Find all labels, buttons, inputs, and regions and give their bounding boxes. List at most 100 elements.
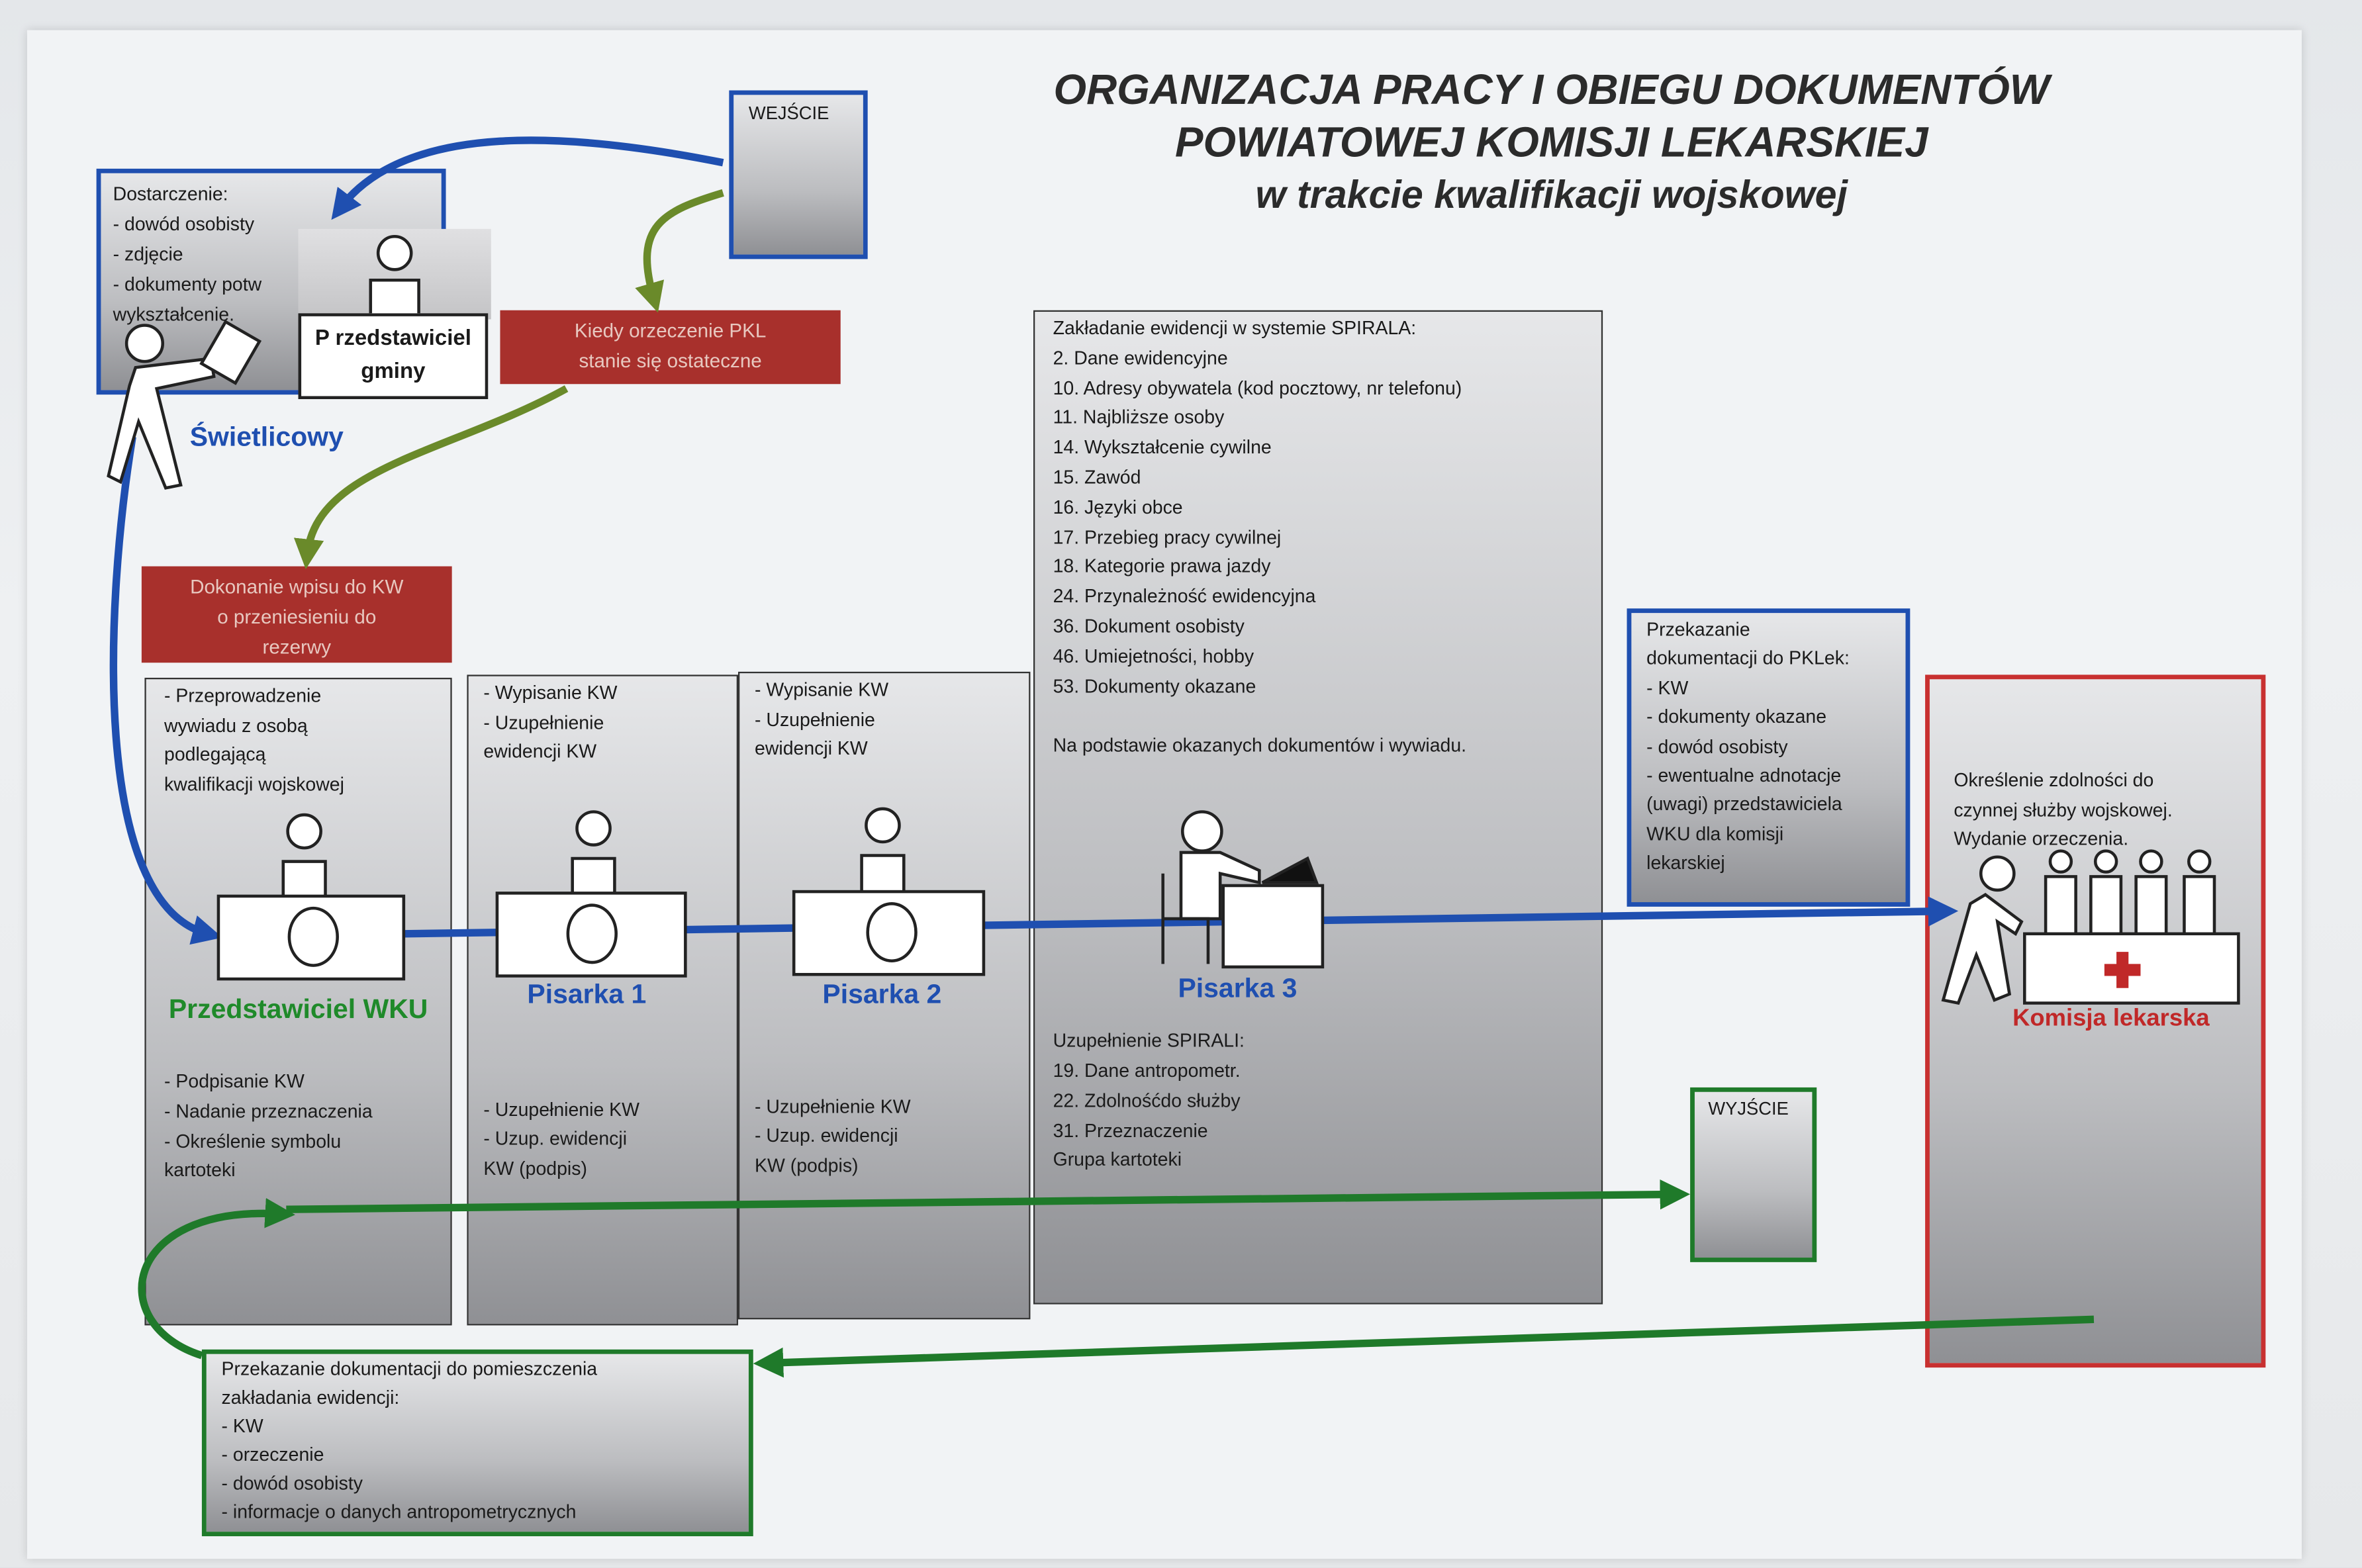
arrow-entry-to-pkl-note [635, 189, 724, 313]
spirala-item: 17. Przebieg pracy cywilnej [1053, 526, 1282, 548]
red-note2-line3: rezerwy [262, 635, 332, 659]
spirala-bottom-item: 22. Zdolnośćdo służby [1053, 1089, 1241, 1111]
pisarka1-task: - Wypisanie KW [483, 682, 618, 704]
person-gmina-icon [369, 234, 420, 314]
spirala-bottom-item: 31. Przeznaczenie [1053, 1119, 1208, 1141]
pisarka2-label: Pisarka 2 [822, 979, 942, 1009]
komisja-label: Komisja lekarska [2012, 1006, 2210, 1032]
pisarka2-task: - Uzupełnienie [755, 708, 875, 730]
spirala-item: 53. Dokumenty okazane [1053, 675, 1256, 697]
red-note1-line1: Kiedy orzeczenie PKL [574, 319, 767, 342]
komisja-text: Określenie zdolności do [1954, 769, 2154, 791]
wku-task: kwalifikacji wojskowej [164, 774, 344, 795]
entry-label: WEJŚCIE [748, 102, 829, 124]
title-line-2: POWIATOWEJ KOMISJI LEKARSKIEJ [1174, 118, 1928, 166]
transfer-room-line: - KW [221, 1415, 263, 1437]
komisja-text: czynnej służby wojskowej. [1954, 799, 2173, 821]
spirala-item: 16. Języki obce [1053, 496, 1183, 518]
pisarka2-result: - Uzup. ewidencji [755, 1125, 898, 1147]
wku-result: kartoteki [164, 1160, 236, 1181]
pisarka2-result: KW (podpis) [755, 1155, 859, 1177]
delivery-item: - dowód osobisty [113, 214, 255, 235]
spirala-bottom-heading: Uzupełnienie SPIRALI: [1053, 1030, 1245, 1052]
pisarka1-task: - Uzupełnienie [483, 712, 604, 733]
pisarka2-task: ewidencji KW [755, 738, 868, 760]
transfer-room-line: - orzeczenie [221, 1444, 324, 1466]
red-note1-line2: stanie się ostateczne [579, 349, 762, 373]
wku-task: - Przeprowadzenie [164, 685, 322, 707]
transfer-room-line: Przekazanie dokumentacji do pomieszczeni… [221, 1358, 598, 1380]
desk-pisarka1-icon [495, 810, 687, 978]
desk-pisarka2-icon [792, 807, 986, 976]
wku-label: Przedstawiciel WKU [168, 993, 428, 1025]
transfer-pklek-line: WKU dla komisji [1646, 823, 1784, 845]
pisarka1-result: KW (podpis) [483, 1158, 587, 1179]
spirala-item: 2. Dane ewidencyjne [1053, 347, 1228, 369]
wku-task: wywiadu z osobą [164, 714, 308, 736]
arrow-to-exit [286, 1179, 1691, 1213]
wku-result: - Nadanie przeznaczenia [164, 1101, 373, 1123]
spirala-item: 46. Umiejetności, hobby [1053, 645, 1254, 667]
transfer-pklek-box: Przekazanie dokumentacji do PKLek: - KW … [1627, 608, 1911, 907]
spirala-bottom-item: Grupa kartoteki [1053, 1149, 1182, 1171]
gmina-label-line1: P rzedstawiciel [314, 326, 471, 351]
pisarka1-result: - Uzupełnienie KW [483, 1099, 639, 1121]
title-line-1: ORGANIZACJA PRACY I OBIEGU DOKUMENTÓW [1053, 66, 2050, 113]
arrow-room-loop [138, 1198, 295, 1360]
spirala-note: Na podstawie okazanych dokumentów i wywi… [1053, 735, 1467, 757]
delivery-item: wykształcenie. [113, 304, 235, 326]
transfer-room-line: zakładania ewidencji: [221, 1387, 400, 1408]
spirala-item: 36. Dokument osobisty [1053, 616, 1245, 637]
desk-wku-icon [216, 813, 406, 981]
poster-title: ORGANIZACJA PRACY I OBIEGU DOKUMENTÓW PO… [964, 64, 2139, 222]
transfer-pklek-line: - ewentualne adnotacje [1646, 765, 1842, 786]
delivery-heading: Dostarczenie: [113, 183, 228, 205]
pisarka2-result: - Uzupełnienie KW [755, 1096, 911, 1117]
spirala-item: 15. Zawód [1053, 467, 1141, 488]
walking-person-swietlicowy-icon [107, 320, 262, 490]
swietlicowy-label: Świetlicowy [189, 422, 344, 452]
spirala-item: 11. Najbliższe osoby [1053, 407, 1225, 429]
wku-column: - Przeprowadzenie wywiadu z osobą podleg… [144, 677, 452, 1326]
spirala-item: 18. Kategorie prawa jazdy [1053, 556, 1271, 578]
transfer-pklek-line: - dowód osobisty [1646, 735, 1788, 757]
pisarka3-label: Pisarka 3 [1178, 972, 1298, 1003]
transfer-pklek-line: dokumentacji do PKLek: [1646, 648, 1850, 670]
transfer-room-line: - informacje o danych antropometrycznych [221, 1501, 577, 1523]
transfer-room-line: - dowód osobisty [221, 1473, 363, 1495]
transfer-room-box: Przekazanie dokumentacji do pomieszczeni… [201, 1349, 753, 1537]
exit-box: WYJŚCIE [1690, 1087, 1817, 1262]
komisja-box: Określenie zdolności do czynnej służby w… [1925, 674, 2266, 1368]
pisarka1-column: - Wypisanie KW - Uzupełnienie ewidencji … [467, 674, 738, 1326]
gmina-label-line2: gminy [361, 359, 426, 385]
pisarka1-result: - Uzup. ewidencji [483, 1129, 628, 1150]
pisarka1-task: ewidencji KW [483, 741, 597, 762]
transfer-pklek-line: - dokumenty okazane [1646, 706, 1827, 728]
wku-result: - Określenie symbolu [164, 1130, 342, 1152]
komisja-walking-person-icon [1941, 855, 2024, 1005]
wku-result: - Podpisanie KW [164, 1071, 305, 1093]
pisarka3-column: Zakładanie ewidencji w systemie SPIRALA:… [1033, 310, 1603, 1305]
spirala-item: 10. Adresy obywatela (kod pocztowy, nr t… [1053, 377, 1462, 399]
arrow-swietlicowy-to-wku [109, 436, 223, 945]
gmina-label-box: P rzedstawiciel gminy [298, 313, 489, 400]
red-cross-icon [2104, 952, 2141, 988]
pisarka2-task: - Wypisanie KW [755, 679, 889, 701]
arrow-entry-to-delivery [331, 136, 724, 220]
komisja-text: Wydanie orzeczenia. [1954, 828, 2129, 850]
spirala-item: 14. Wykształcenie cywilne [1053, 437, 1272, 459]
spirala-heading: Zakładanie ewidencji w systemie SPIRALA: [1053, 318, 1417, 339]
arrow-komisja-to-room [753, 1315, 2095, 1378]
wku-task: podlegającą [164, 744, 266, 766]
transfer-pklek-line: Przekazanie [1646, 619, 1750, 641]
transfer-pklek-line: (uwagi) przedstawiciela [1646, 794, 1842, 816]
entry-box: WEJŚCIE [729, 90, 868, 259]
computer-operator-pisarka3-icon [1161, 810, 1325, 969]
transfer-pklek-line: - KW [1646, 677, 1689, 699]
red-note-final-decision: Kiedy orzeczenie PKL stanie się ostatecz… [500, 310, 841, 385]
delivery-item: - dokumenty potw [113, 274, 262, 295]
pisarka2-column: - Wypisanie KW - Uzupełnienie ewidencji … [737, 671, 1031, 1320]
pisarka1-label: Pisarka 1 [527, 979, 647, 1009]
spirala-bottom-item: 19. Dane antropometr. [1053, 1060, 1241, 1082]
